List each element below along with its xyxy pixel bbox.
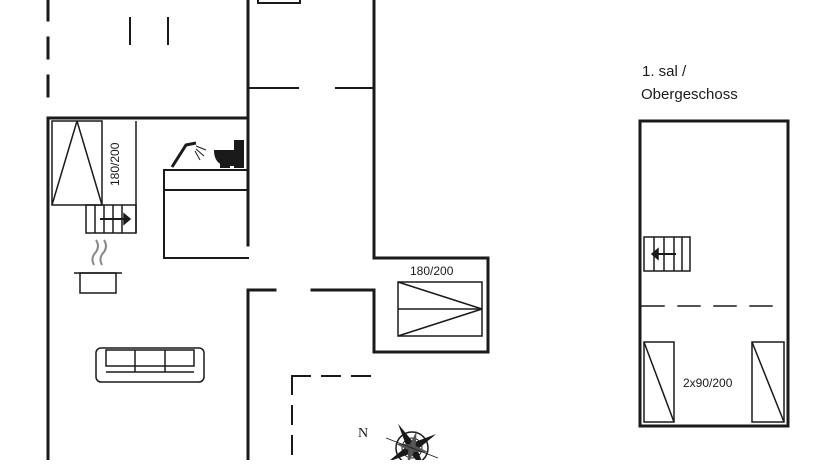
compass-north-label: N bbox=[358, 426, 369, 441]
stairs-icon bbox=[51, 120, 137, 234]
entry-dashed bbox=[291, 375, 377, 461]
sofa-icon bbox=[95, 347, 205, 383]
top-left-area bbox=[46, 0, 250, 120]
upper-stairs-icon bbox=[643, 236, 691, 272]
shower-icon bbox=[170, 141, 207, 168]
bed-label-upper: 2x90/200 bbox=[683, 376, 733, 390]
main-walls bbox=[46, 0, 490, 462]
bed-label-vertical: 180/200 bbox=[108, 142, 122, 186]
stove-pot-icon bbox=[74, 239, 122, 294]
bathroom-walls bbox=[163, 169, 249, 259]
upper-floor-title-line1: 1. sal / bbox=[642, 63, 687, 80]
beds-single-upper bbox=[643, 341, 785, 423]
upper-floor-title-line2: Obergeschoss bbox=[641, 86, 738, 103]
upper-floor-walls bbox=[638, 119, 790, 428]
bed-double-right bbox=[397, 281, 483, 337]
bed-label-right: 180/200 bbox=[410, 264, 454, 278]
toilet-icon bbox=[214, 140, 244, 168]
compass-rose-icon bbox=[385, 423, 439, 465]
